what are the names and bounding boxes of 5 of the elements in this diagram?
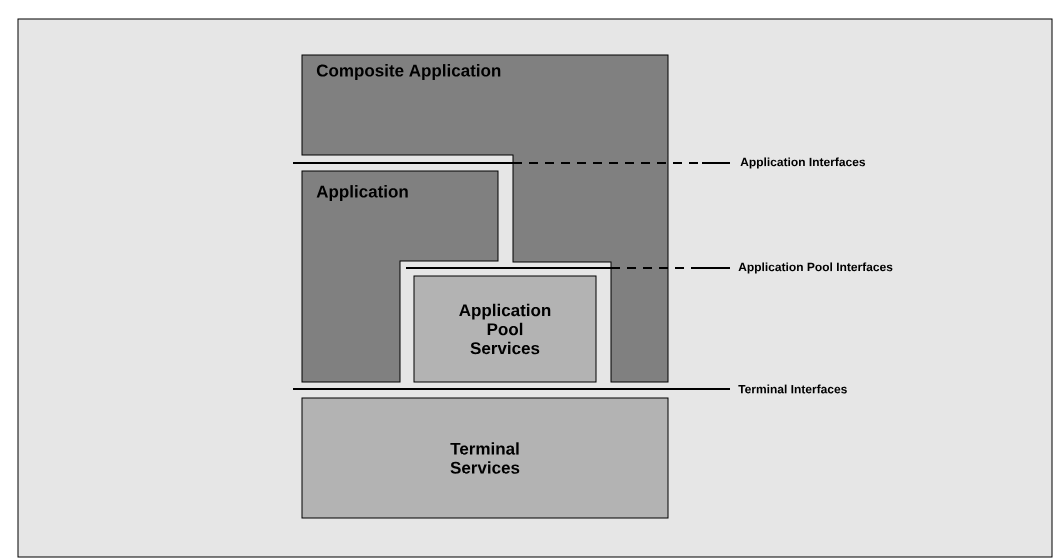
interface-label: Terminal Interfaces: [738, 384, 847, 394]
layer-box: Application Pool Services: [413, 275, 597, 383]
interface-label: Application Interfaces: [740, 157, 866, 169]
layer-box: Terminal Services: [301, 397, 669, 519]
interface-label: Application Pool Interfaces: [738, 262, 893, 274]
